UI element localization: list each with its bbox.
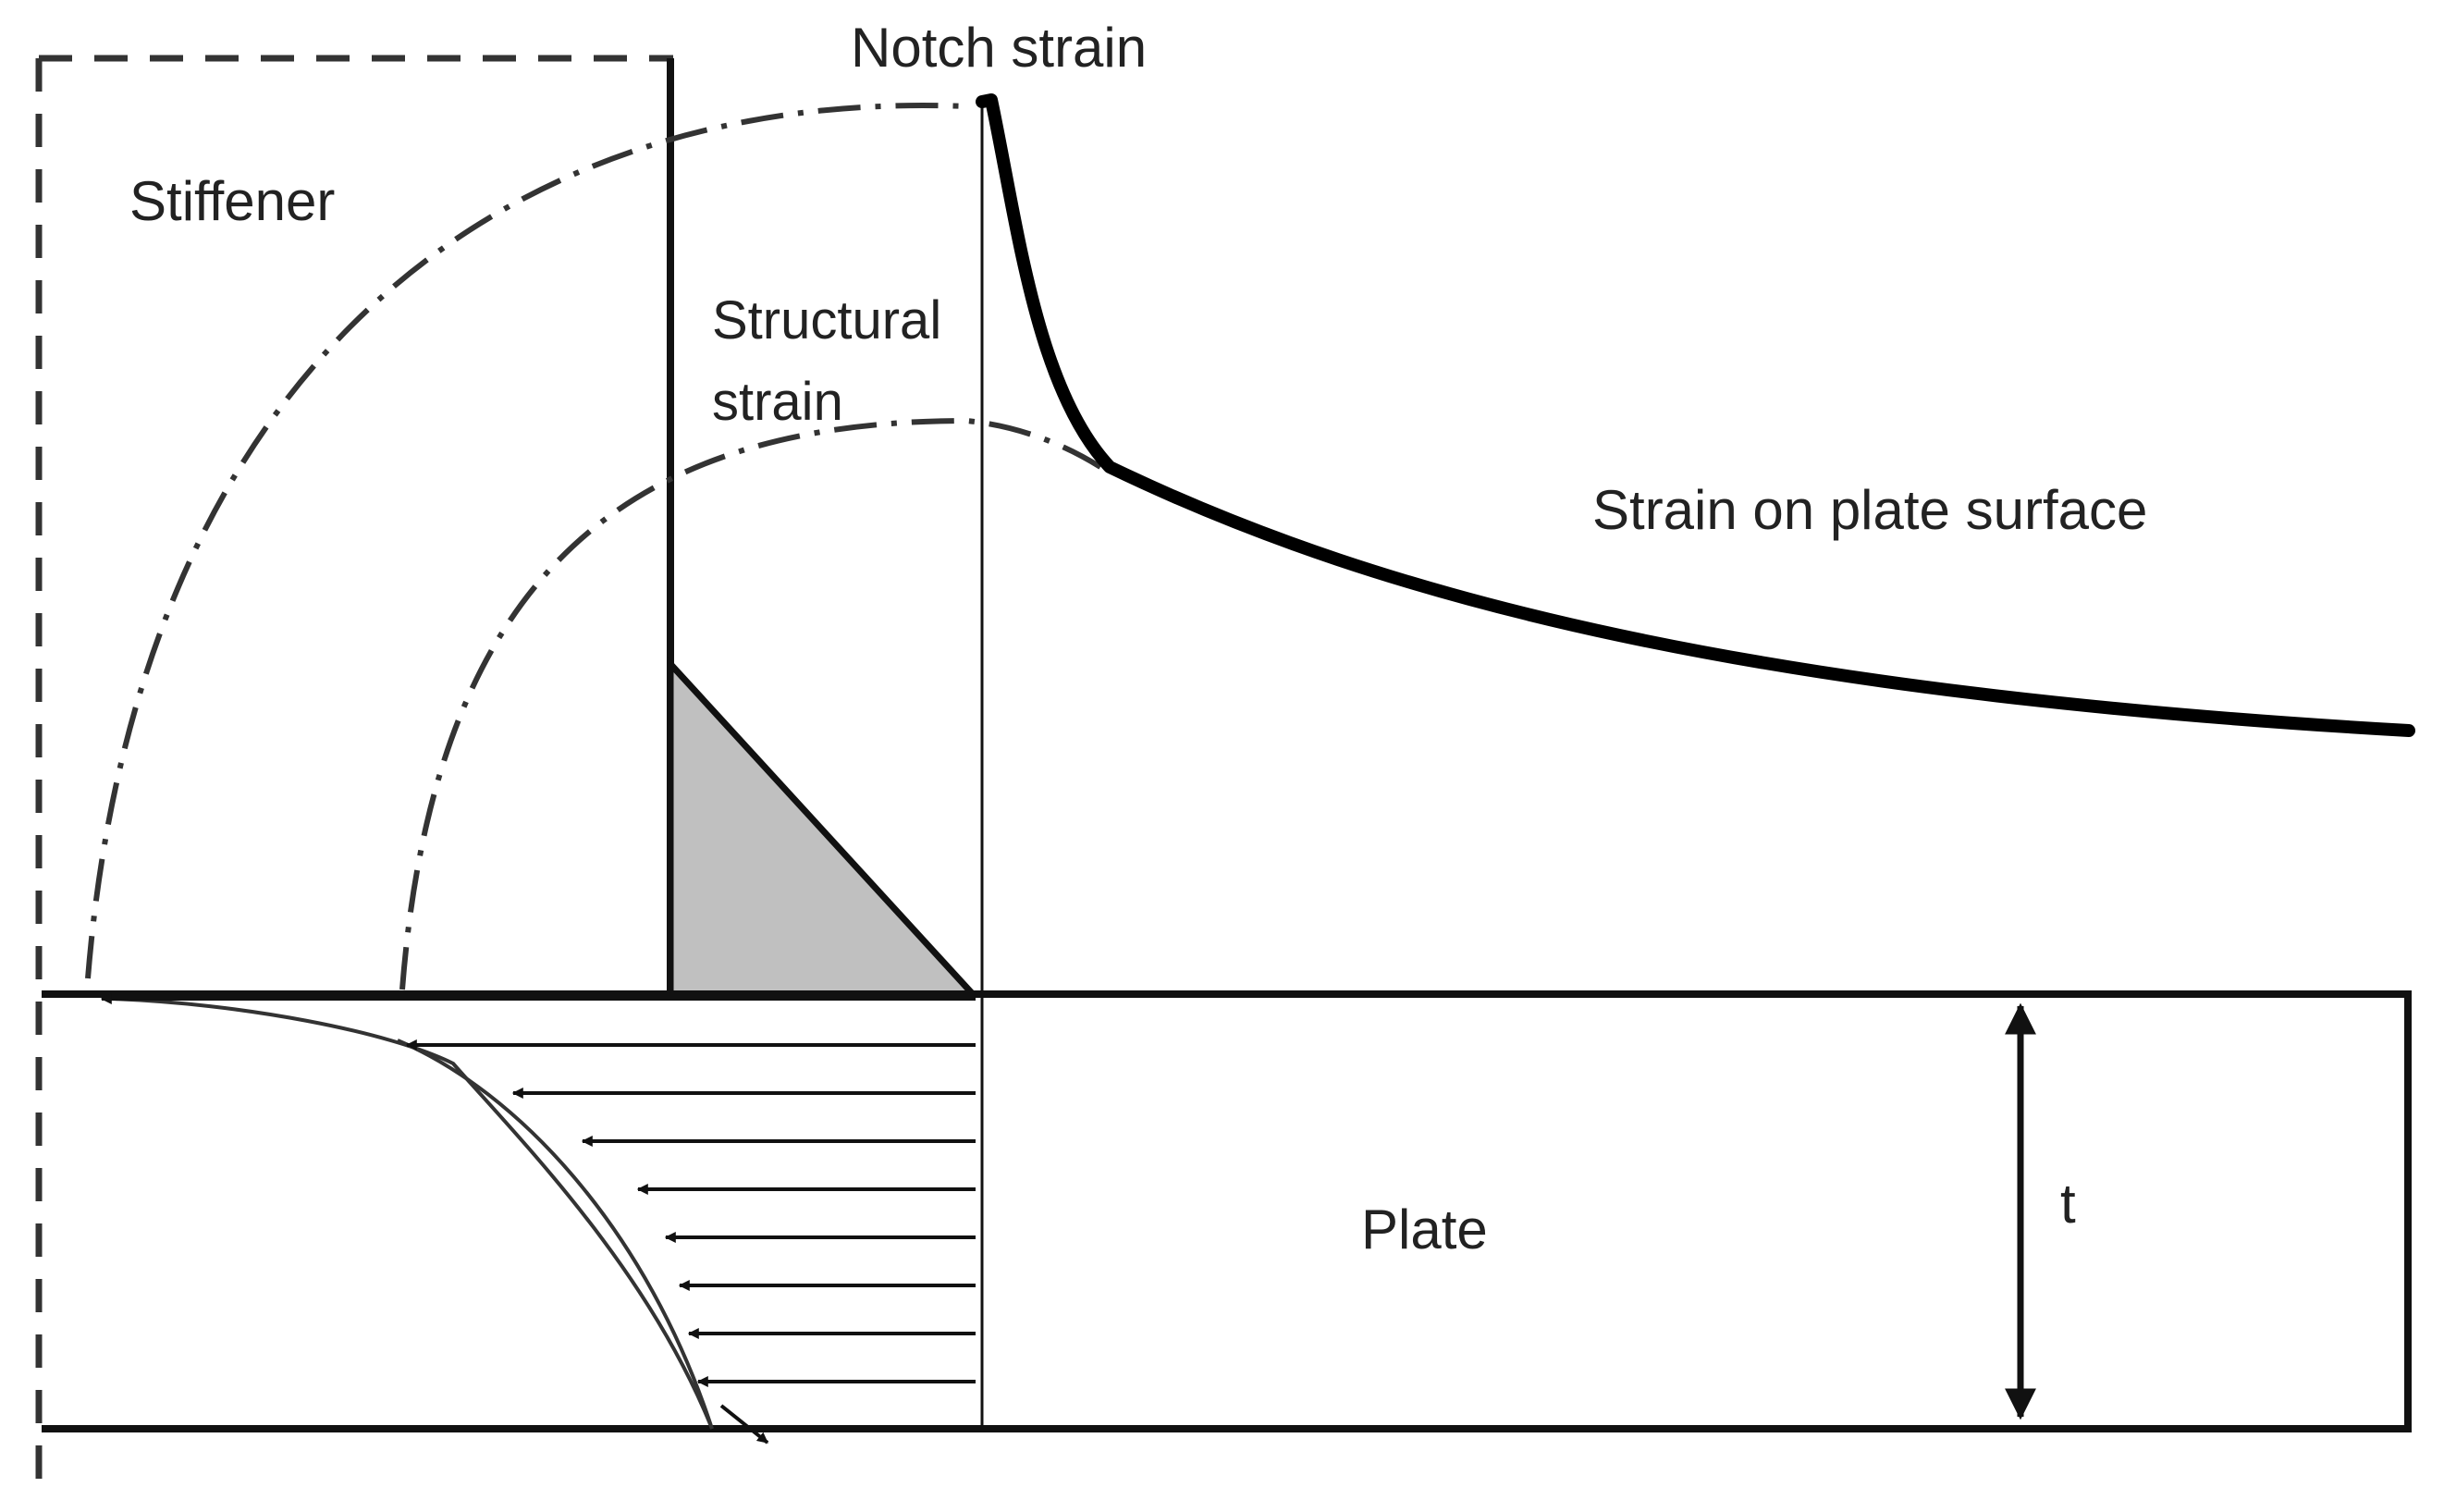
structural-strain-label-line1: Structural [712, 290, 941, 350]
structural-strain-label-line2: strain [712, 372, 843, 432]
strain-arrows [100, 993, 976, 1444]
thickness-label: t [2060, 1173, 2076, 1235]
strain-on-plate-surface-curve [976, 93, 2415, 737]
nonlinear-strain-distribution-curve [110, 997, 714, 1430]
strain-on-plate-surface-label: Strain on plate surface [1592, 479, 2147, 541]
strain-arrow [719, 1404, 769, 1444]
notch-strain-arc [85, 103, 967, 979]
plate-outline [42, 990, 2412, 1432]
stiffener-outline [35, 55, 673, 1484]
plate-label: Plate [1361, 1199, 1488, 1260]
linearized-strain-distribution-curve [397, 1039, 714, 1430]
notch-strain-label: Notch strain [851, 17, 1147, 79]
structural-strain-triangle [667, 655, 980, 998]
structural-strain-arc [399, 417, 1102, 990]
stiffener-label: Stiffener [129, 170, 335, 232]
